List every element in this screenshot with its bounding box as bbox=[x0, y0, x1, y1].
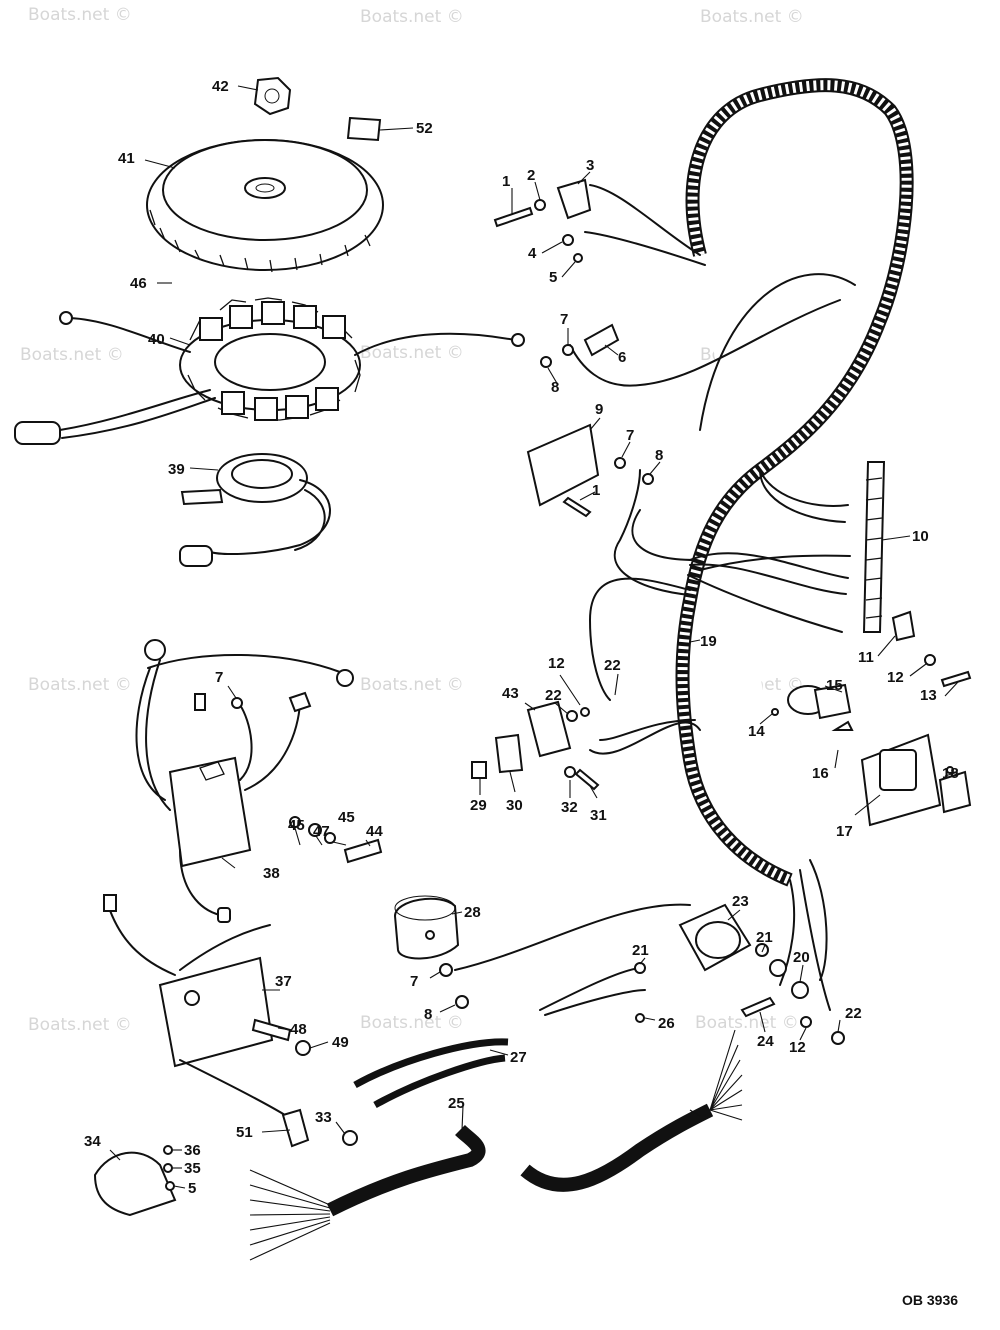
callout-38: 38 bbox=[263, 865, 280, 882]
callout-23: 23 bbox=[732, 893, 749, 910]
decal-52 bbox=[346, 116, 382, 142]
callout-42: 42 bbox=[212, 78, 229, 95]
callout-33: 33 bbox=[315, 1109, 332, 1126]
callout-37: 37 bbox=[275, 973, 292, 990]
motor-28 bbox=[393, 895, 691, 1009]
callout-41: 41 bbox=[118, 150, 135, 167]
callout-39: 39 bbox=[168, 461, 185, 478]
nut-42 bbox=[253, 76, 292, 116]
callout-30: 30 bbox=[506, 797, 523, 814]
callout-5: 5 bbox=[549, 269, 557, 286]
callout-31: 31 bbox=[590, 807, 607, 824]
callout-21b: 21 bbox=[632, 942, 649, 959]
callout-26: 26 bbox=[658, 1015, 675, 1032]
callout-17: 17 bbox=[836, 823, 853, 840]
sensor-34 bbox=[93, 1145, 177, 1217]
callout-7: 7 bbox=[560, 311, 568, 328]
callout-1: 1 bbox=[502, 173, 510, 190]
callout-27: 27 bbox=[510, 1049, 527, 1066]
watermark-text: Boats.net © bbox=[28, 5, 132, 25]
callout-12c: 12 bbox=[789, 1039, 806, 1056]
solenoid-23 bbox=[678, 903, 845, 1045]
callout-14: 14 bbox=[748, 723, 765, 740]
callout-25: 25 bbox=[448, 1095, 465, 1112]
watermark-text: Boats.net © bbox=[28, 1015, 132, 1035]
cables-lower bbox=[353, 962, 646, 1109]
callout-48: 48 bbox=[290, 1021, 307, 1038]
main-cable-25 bbox=[249, 1029, 743, 1261]
callout-45b: 45 bbox=[338, 809, 355, 826]
callout-34: 34 bbox=[84, 1133, 101, 1150]
watermark-text: Boats.net © bbox=[360, 1013, 464, 1033]
callout-7b: 7 bbox=[626, 427, 634, 444]
leader-lines bbox=[109, 85, 959, 1189]
timer-base-39 bbox=[179, 453, 331, 567]
watermark-text: Boats.net © bbox=[28, 675, 132, 695]
callout-10: 10 bbox=[912, 528, 929, 545]
callout-43: 43 bbox=[502, 685, 519, 702]
callout-7d: 7 bbox=[410, 973, 418, 990]
callout-3: 3 bbox=[586, 157, 594, 174]
callout-13: 13 bbox=[920, 687, 937, 704]
callout-22c: 22 bbox=[845, 1005, 862, 1022]
callout-29: 29 bbox=[470, 797, 487, 814]
callout-44: 44 bbox=[366, 823, 383, 840]
callout-52: 52 bbox=[416, 120, 433, 137]
watermark-text: Boats.net © bbox=[360, 675, 464, 695]
callout-21: 21 bbox=[756, 929, 773, 946]
callout-8b: 8 bbox=[655, 447, 663, 464]
callout-22b: 22 bbox=[545, 687, 562, 704]
callout-18: 18 bbox=[942, 765, 959, 782]
callout-40: 40 bbox=[148, 331, 165, 348]
callout-16: 16 bbox=[812, 765, 829, 782]
callout-8c: 8 bbox=[424, 1006, 432, 1023]
callout-47: 47 bbox=[313, 823, 330, 840]
drawing-reference: OB 3936 bbox=[902, 1292, 958, 1308]
callout-2: 2 bbox=[527, 167, 535, 184]
callout-4: 4 bbox=[528, 245, 537, 262]
callout-labels: 42 52 41 46 40 39 1 2 3 4 5 7 6 8 9 7 8 … bbox=[84, 78, 959, 1197]
watermark-text: Boats.net © bbox=[360, 7, 464, 27]
callout-20: 20 bbox=[793, 949, 810, 966]
flywheel-group bbox=[146, 76, 384, 273]
upper-hardware bbox=[493, 178, 620, 368]
callout-19: 19 bbox=[700, 633, 717, 650]
callout-7c: 7 bbox=[215, 669, 223, 686]
callout-15: 15 bbox=[826, 677, 843, 694]
callout-49: 49 bbox=[332, 1034, 349, 1051]
watermark-text: Boats.net © bbox=[700, 7, 804, 27]
callout-12: 12 bbox=[887, 669, 904, 686]
callout-32: 32 bbox=[561, 799, 578, 816]
bracket-43 bbox=[471, 700, 600, 791]
stator-40 bbox=[14, 297, 525, 445]
callout-45: 45 bbox=[288, 817, 305, 834]
watermark-text: Boats.net © bbox=[360, 343, 464, 363]
callout-28: 28 bbox=[464, 904, 481, 921]
callout-5b: 5 bbox=[188, 1180, 196, 1197]
callout-1b: 1 bbox=[592, 482, 600, 499]
watermarks: Boats.net © Boats.net © Boats.net © Boat… bbox=[20, 5, 804, 1035]
watermark-text: Boats.net © bbox=[695, 1013, 799, 1033]
callout-46: 46 bbox=[130, 275, 147, 292]
power-pack-37 bbox=[103, 894, 358, 1148]
cd-module-38 bbox=[135, 639, 383, 923]
terminal-block-9 bbox=[526, 423, 654, 518]
callout-8: 8 bbox=[551, 379, 559, 396]
callout-6: 6 bbox=[618, 349, 626, 366]
callout-36: 36 bbox=[184, 1142, 201, 1159]
terminal-strip-10 bbox=[862, 461, 972, 688]
callout-22: 22 bbox=[604, 657, 621, 674]
callout-51: 51 bbox=[236, 1124, 253, 1141]
callout-9: 9 bbox=[595, 401, 603, 418]
callout-12b: 12 bbox=[548, 655, 565, 672]
callout-24: 24 bbox=[757, 1033, 774, 1050]
watermark-text: Boats.net © bbox=[20, 345, 124, 365]
callout-35: 35 bbox=[184, 1160, 201, 1177]
main-wiring-harness bbox=[569, 78, 914, 1011]
callout-11: 11 bbox=[858, 649, 874, 666]
ignition-switch-15 bbox=[771, 683, 972, 827]
